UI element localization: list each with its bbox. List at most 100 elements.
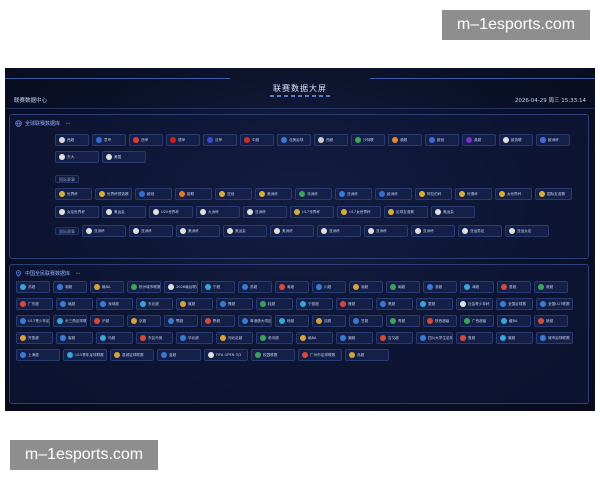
league-chip[interactable]: 亚洲杯 [243, 206, 287, 218]
league-chip[interactable]: 赣超 [56, 298, 93, 310]
league-chip[interactable]: 县城足球联赛 [110, 349, 154, 361]
league-chip[interactable]: 粤港澳大湾区足球联赛 [238, 315, 272, 327]
league-chip[interactable]: 亚洲杯 [317, 225, 361, 237]
league-chip[interactable]: 校园联赛 [251, 349, 295, 361]
league-chip[interactable]: 潮超 [336, 332, 373, 344]
league-chip[interactable]: 亚洲杯 [411, 225, 455, 237]
league-chip[interactable]: 赣BA [296, 332, 333, 344]
league-chip[interactable]: 皖超 [534, 281, 568, 293]
league-chip[interactable]: 新超 [534, 315, 568, 327]
league-chip[interactable]: 法甲 [203, 134, 237, 146]
league-chip[interactable]: 足球友谊赛 [384, 206, 428, 218]
league-chip[interactable]: 川超 [312, 281, 346, 293]
league-chip[interactable]: 美洲杯 [270, 225, 314, 237]
league-chip[interactable]: 吉又超 [376, 332, 413, 344]
league-chip[interactable]: 欧协联 [499, 134, 533, 146]
league-chip[interactable]: 社会青少年杯 [456, 298, 493, 310]
league-chip[interactable]: 赣BA [90, 281, 124, 293]
league-chip[interactable]: 赤超 [345, 349, 389, 361]
league-chip[interactable]: 长三角足球联赛 [53, 315, 87, 327]
league-chip[interactable]: 奥运会 [102, 206, 146, 218]
league-chip[interactable]: 鲁超 [497, 281, 531, 293]
league-chip[interactable]: U17女世界杯 [337, 206, 381, 218]
league-chip[interactable]: 广西超级 [460, 315, 494, 327]
league-chip[interactable]: 闽超 [386, 281, 420, 293]
league-chip[interactable]: 滇超 [312, 315, 346, 327]
league-chip[interactable]: 蓝超 [157, 349, 201, 361]
league-chip[interactable]: 广州市足球联赛 [298, 349, 342, 361]
league-chip[interactable]: 全国U17联赛 [536, 298, 573, 310]
league-chip[interactable]: 非洲杯 [295, 188, 332, 200]
league-chip[interactable]: 杭州城市联赛 [127, 281, 161, 293]
league-chip[interactable]: 奥运会 [223, 225, 267, 237]
league-chip[interactable]: 亚洲杯 [129, 225, 173, 237]
league-chip[interactable]: 广东超 [16, 298, 53, 310]
league-chip[interactable]: 东区马竞 [136, 332, 173, 344]
league-chip[interactable]: 鲁超 [456, 332, 493, 344]
league-chip[interactable]: 上海超 [16, 349, 60, 361]
league-chip[interactable]: 中超 [240, 134, 274, 146]
league-chip[interactable]: U15青年足球联赛 [63, 349, 107, 361]
league-chip[interactable]: 阿拉伯杯 [415, 188, 452, 200]
league-chip[interactable]: 四川大学生足球 [416, 332, 453, 344]
league-chip[interactable]: 藏BA [497, 315, 531, 327]
league-chip[interactable]: 美洲杯 [255, 188, 292, 200]
league-chip[interactable]: 亚冠 [215, 188, 252, 200]
league-chip[interactable]: 沪超 [90, 315, 124, 327]
league-chip[interactable]: 亚运女足 [505, 225, 549, 237]
league-chip[interactable]: 西甲 [129, 134, 163, 146]
league-chip[interactable]: 东北超 [136, 298, 173, 310]
league-chip[interactable]: 英超 [462, 134, 496, 146]
league-chip[interactable]: 蒙超 [416, 298, 453, 310]
league-chip[interactable]: 亚运男足 [458, 225, 502, 237]
league-chip[interactable]: U17世界杯 [290, 206, 334, 218]
league-chip[interactable]: 女世界杯 [495, 188, 532, 200]
league-chip[interactable]: 鄂超 [164, 315, 198, 327]
league-chip[interactable]: 美洲杯 [176, 225, 220, 237]
league-chip[interactable]: 西超 [314, 134, 348, 146]
league-chip[interactable]: 客超 [56, 332, 93, 344]
league-chip[interactable]: 津超 [460, 281, 494, 293]
league-chip[interactable]: FIFA OPEN 3/3 [204, 349, 248, 361]
league-chip[interactable]: 亚洲杯 [82, 225, 126, 237]
league-chip[interactable]: 全国足球赛 [496, 298, 533, 310]
league-chip[interactable]: 华北超 [176, 332, 213, 344]
league-chip[interactable]: 渝超 [349, 281, 383, 293]
league-chip[interactable]: 亚洲杯 [364, 225, 408, 237]
league-chip[interactable]: 黑超 [376, 298, 413, 310]
league-chip[interactable]: U17青少年足球联赛 [16, 315, 50, 327]
league-chip[interactable]: 女足世界杯 [55, 206, 99, 218]
league-chip[interactable]: 世俱杯 [455, 188, 492, 200]
league-chip[interactable]: 西超 [55, 134, 89, 146]
league-chip[interactable]: 东大 [55, 151, 99, 163]
league-chip[interactable]: 青超 [386, 315, 420, 327]
league-chip[interactable]: 豫超 [216, 298, 253, 310]
league-chip[interactable]: 亚洲杯 [335, 188, 372, 200]
league-chip[interactable]: 美国 [102, 151, 146, 163]
league-chip[interactable]: 欧联 [175, 188, 212, 200]
league-chip[interactable]: 澳超 [388, 134, 422, 146]
league-chip[interactable]: U20世界杯 [149, 206, 193, 218]
league-chip[interactable]: 沙特联 [351, 134, 385, 146]
league-chip[interactable]: 国际友谊赛 [535, 188, 572, 200]
league-chip[interactable]: 湘超 [53, 281, 87, 293]
league-chip[interactable]: 欧冠 [425, 134, 459, 146]
league-chip[interactable]: 老河超 [256, 332, 293, 344]
league-chip[interactable]: 城市足球联赛 [536, 332, 573, 344]
league-chip[interactable]: 晋超 [336, 298, 373, 310]
league-chip[interactable]: 冀超 [496, 332, 533, 344]
league-chip[interactable]: 欧冠 [135, 188, 172, 200]
league-chip[interactable]: 河北足超 [216, 332, 253, 344]
league-chip[interactable]: 乌超 [96, 332, 133, 344]
league-chip[interactable]: 2026赣台联合CMO联赛足球赛 [164, 281, 198, 293]
league-chip[interactable]: 世界杯 [55, 188, 92, 200]
league-chip[interactable]: 粤超 [275, 281, 309, 293]
league-chip[interactable]: 陕西超级 [423, 315, 457, 327]
league-chip[interactable]: 深圳超 [96, 298, 133, 310]
league-chip[interactable]: 齐鲁超 [16, 332, 53, 344]
league-chip[interactable]: 欧洲杯 [375, 188, 412, 200]
league-chip[interactable]: 冀超 [176, 298, 213, 310]
league-chip[interactable]: 琼超 [275, 315, 309, 327]
league-chip[interactable]: 浙超 [423, 281, 457, 293]
league-chip[interactable]: 苏超 [16, 281, 50, 293]
